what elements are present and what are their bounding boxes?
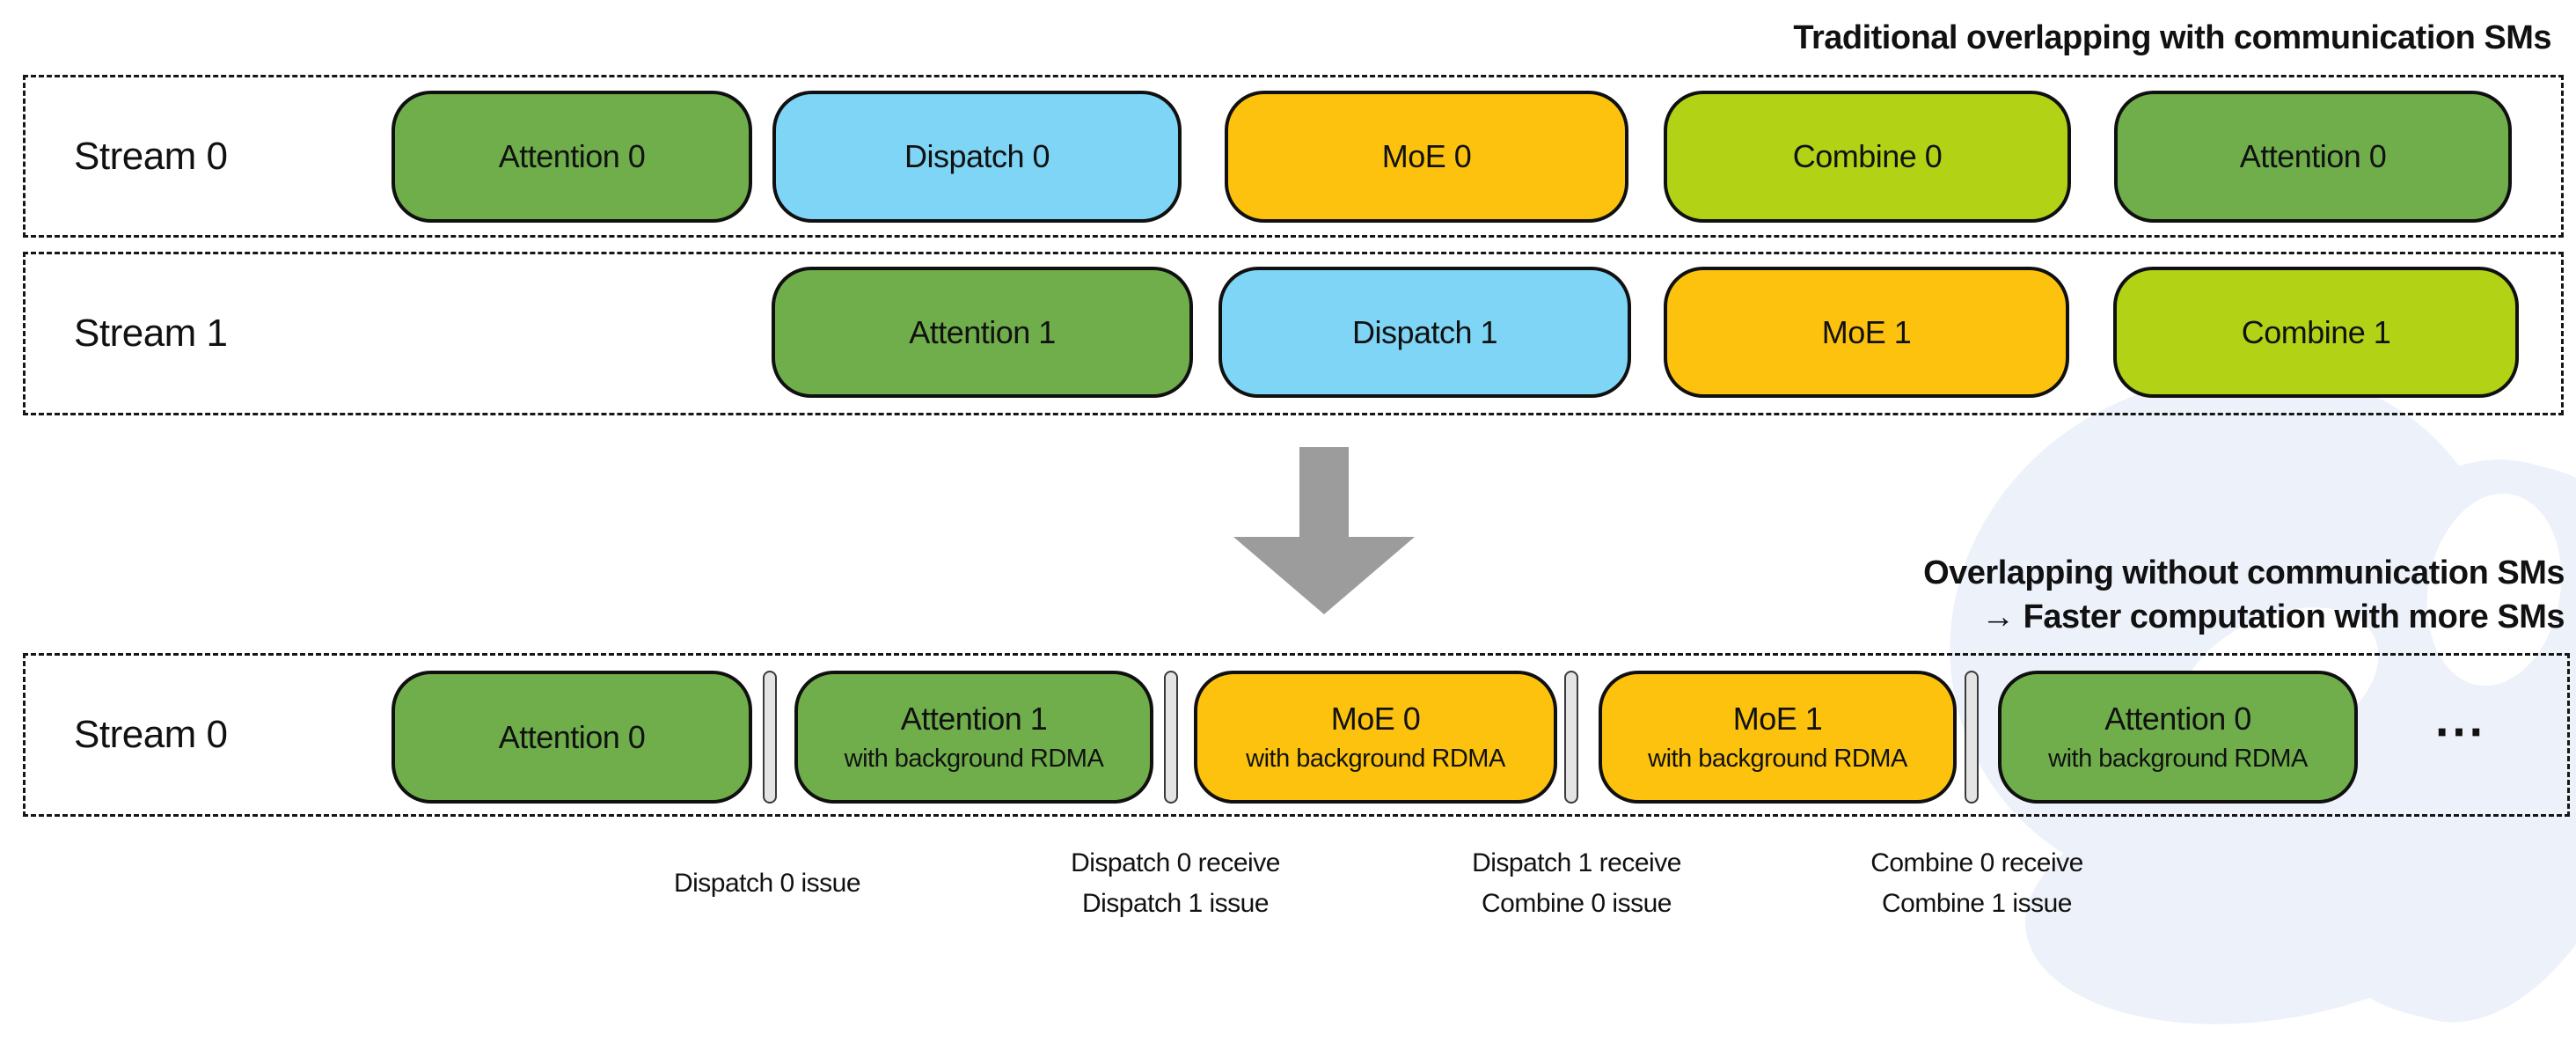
- stream0-label: Stream 0: [74, 713, 228, 756]
- stream0-label: Stream 0: [74, 134, 228, 178]
- task-box-attention-0: Attention 0: [392, 671, 752, 804]
- task-box-moe-0-rdma: MoE 0 with background RDMA: [1194, 671, 1557, 804]
- task-label: Attention 1: [909, 313, 1056, 350]
- task-box-attention-0: Attention 0: [392, 91, 752, 223]
- annotation-dispatch0-receive: Dispatch 0 receive Dispatch 1 issue: [982, 833, 1369, 935]
- task-label: Dispatch 0: [904, 138, 1050, 174]
- annotation-line: Combine 0 issue: [1482, 889, 1672, 918]
- annotation-combine0-receive: Combine 0 receive Combine 1 issue: [1783, 833, 2170, 935]
- traditional-stream1-row: Stream 1 Attention 1 Dispatch 1 MoE 1 Co…: [23, 252, 2564, 415]
- task-sublabel: with background RDMA: [1648, 745, 1907, 773]
- task-box-attention-1: Attention 1: [772, 267, 1193, 398]
- traditional-stream0-row: Stream 0 Attention 0 Dispatch 0 MoE 0 Co…: [23, 75, 2564, 238]
- task-label: MoE 0: [1381, 138, 1472, 174]
- task-sublabel: with background RDMA: [1246, 745, 1505, 773]
- task-sublabel: with background RDMA: [2048, 745, 2308, 773]
- annotation-line: Combine 1 issue: [1882, 889, 2072, 918]
- stream1-label: Stream 1: [74, 312, 228, 355]
- annotation-line: Combine 0 receive: [1870, 848, 2083, 877]
- rdma-divider: [763, 671, 777, 804]
- annotation-line: Dispatch 1 receive: [1472, 848, 1681, 877]
- annotation-dispatch0-issue: Dispatch 0 issue: [574, 833, 961, 935]
- task-label: Combine 1: [2241, 313, 2391, 350]
- rdma-divider: [1965, 671, 1979, 804]
- task-box-attention-1-rdma: Attention 1 with background RDMA: [794, 671, 1153, 804]
- optimized-title: Overlapping without communication SMs → …: [1923, 551, 2565, 639]
- task-sublabel: with background RDMA: [844, 745, 1104, 773]
- annotation-line: Dispatch 0 receive: [1071, 848, 1280, 877]
- annotation-line: Dispatch 1 issue: [1081, 889, 1270, 918]
- task-box-moe-1-rdma: MoE 1 with background RDMA: [1599, 671, 1957, 804]
- task-label: Attention 0: [498, 718, 646, 755]
- task-box-moe-1: MoE 1: [1664, 267, 2069, 398]
- annotation-line: Dispatch 0 issue: [673, 869, 861, 898]
- rdma-divider: [1564, 671, 1578, 804]
- rdma-divider: [1164, 671, 1178, 804]
- task-box-attention-0-repeat: Attention 0: [2114, 91, 2512, 223]
- down-arrow-icon: [1233, 447, 1415, 614]
- task-label: MoE 0: [1330, 701, 1421, 737]
- task-label: MoE 1: [1732, 701, 1823, 737]
- task-label: Attention 0: [2104, 701, 2251, 737]
- task-label: Attention 0: [498, 138, 646, 174]
- task-box-dispatch-0: Dispatch 0: [772, 91, 1182, 223]
- task-label: MoE 1: [1821, 313, 1912, 350]
- task-box-dispatch-1: Dispatch 1: [1218, 267, 1631, 398]
- optimized-title-line2: → Faster computation with more SMs: [1981, 598, 2565, 635]
- annotation-dispatch1-receive: Dispatch 1 receive Combine 0 issue: [1383, 833, 1770, 935]
- task-box-moe-0: MoE 0: [1225, 91, 1628, 223]
- task-label: Attention 1: [900, 701, 1048, 737]
- optimized-title-line1: Overlapping without communication SMs: [1923, 554, 2565, 591]
- task-box-combine-1: Combine 1: [2113, 267, 2519, 398]
- task-label: Dispatch 1: [1351, 313, 1498, 350]
- continuation-ellipsis: ⋯: [2433, 702, 2486, 760]
- diagram-canvas: Traditional overlapping with communicati…: [23, 19, 2576, 1057]
- task-label: Combine 0: [1792, 138, 1943, 174]
- optimized-stream0-row: Stream 0 Attention 0 Attention 1 with ba…: [23, 653, 2570, 817]
- task-label: Attention 0: [2239, 138, 2387, 174]
- task-box-attention-0-rdma: Attention 0 with background RDMA: [1998, 671, 2358, 804]
- traditional-title: Traditional overlapping with communicati…: [1793, 19, 2551, 56]
- task-box-combine-0: Combine 0: [1664, 91, 2071, 223]
